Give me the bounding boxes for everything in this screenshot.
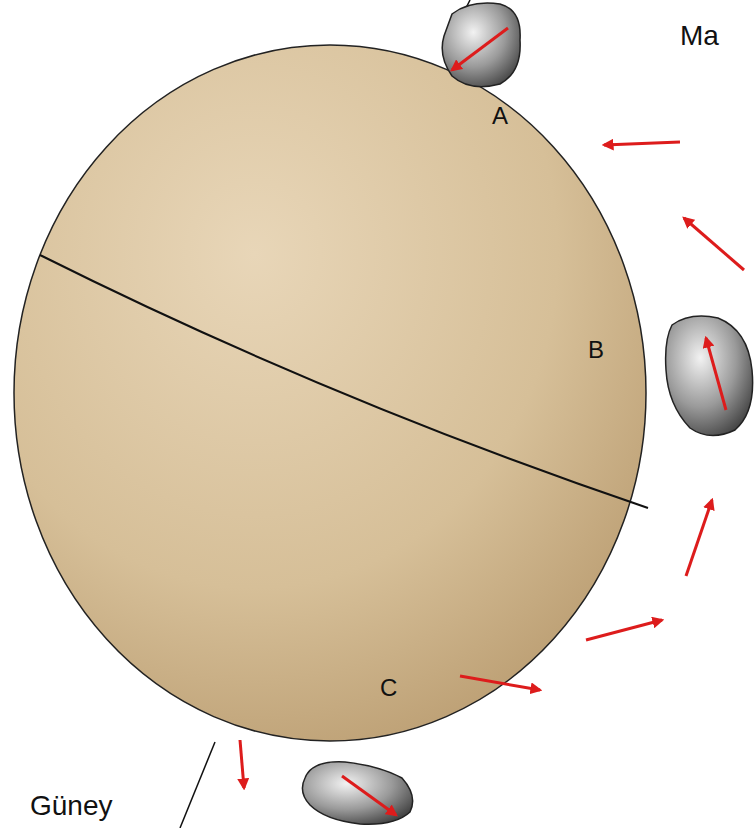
north-label: Ma xyxy=(680,22,719,50)
south-label: Güney xyxy=(30,792,113,820)
point-label: C xyxy=(380,676,397,700)
point-label: A xyxy=(492,104,508,128)
axis-line xyxy=(180,742,215,828)
rock-sample xyxy=(442,3,520,87)
field-arrows xyxy=(240,28,744,815)
rock-sample xyxy=(302,762,412,824)
earth-sphere xyxy=(14,45,646,741)
equator-line xyxy=(40,255,648,508)
rock-sample xyxy=(666,316,753,435)
point-label: B xyxy=(588,338,604,362)
